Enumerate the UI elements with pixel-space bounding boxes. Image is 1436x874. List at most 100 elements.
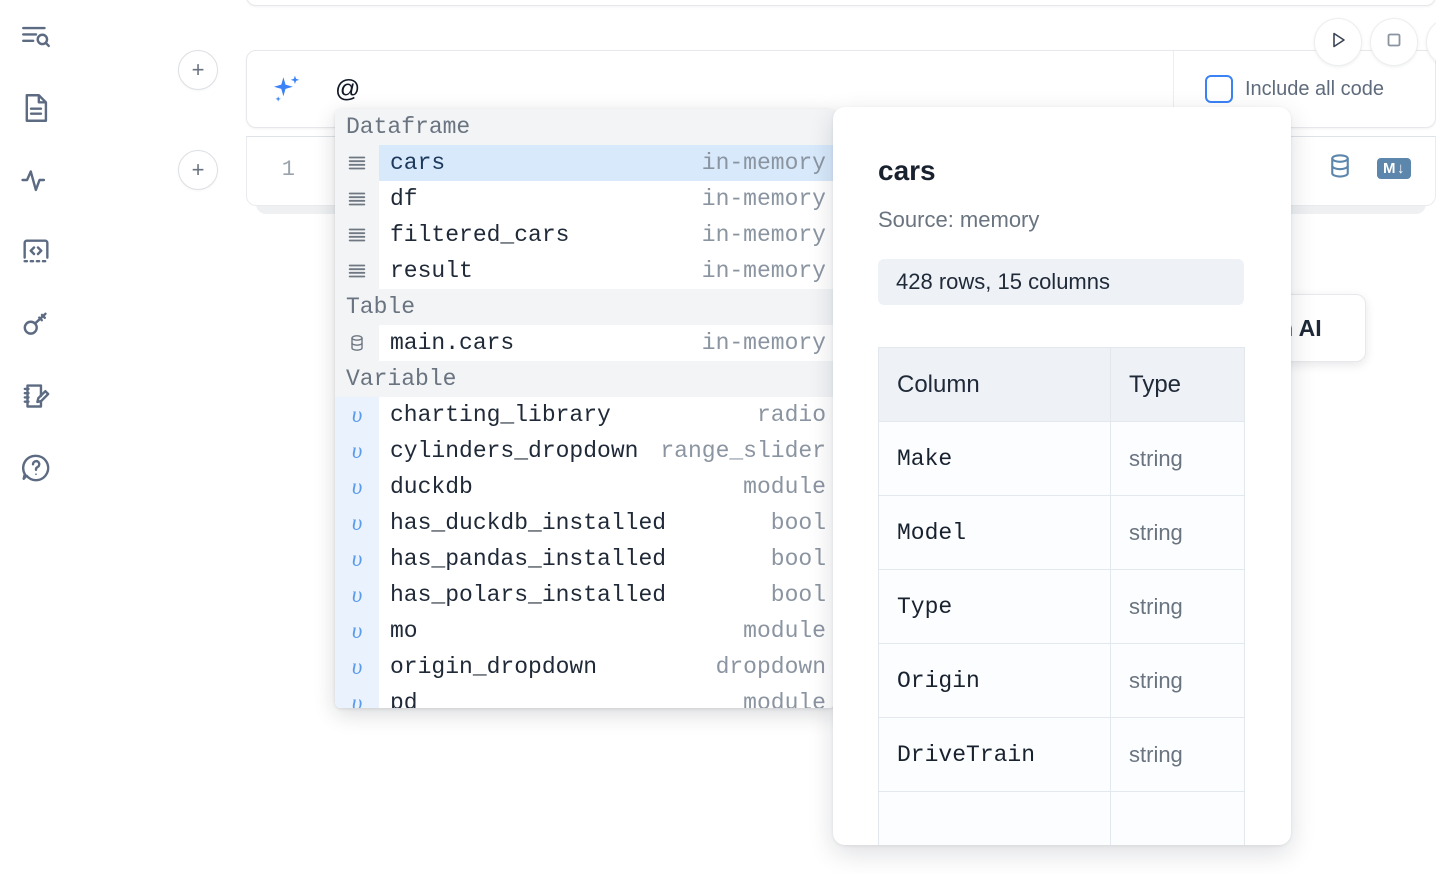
document-icon	[19, 91, 53, 125]
completion-item-type: module	[743, 690, 826, 708]
table-cell-column: DriveTrain	[878, 717, 1111, 792]
completion-item[interactable]: df in-memory	[335, 181, 835, 217]
completion-item-name: cars	[390, 150, 446, 176]
completion-item-name: main.cars	[390, 330, 515, 356]
upsilon-icon: υ	[335, 433, 379, 469]
square-stop-icon	[1382, 28, 1406, 57]
completion-item-body: cylinders_dropdown range_slider	[379, 433, 835, 469]
cell-tools: M↓	[1325, 151, 1411, 186]
ai-bar-divider	[1173, 51, 1174, 129]
add-cell-button-above[interactable]: +	[178, 50, 218, 90]
completion-item-name: pd	[390, 690, 418, 708]
completion-item-name: has_pandas_installed	[390, 546, 667, 572]
table-cell-column: Make	[878, 421, 1111, 496]
completion-item-type: module	[743, 618, 826, 644]
lines-icon	[335, 181, 379, 217]
panel-source: Source: memory	[878, 207, 1040, 232]
upsilon-icon: υ	[335, 397, 379, 433]
completion-item-name: df	[390, 186, 418, 212]
include-all-code-toggle[interactable]: Include all code	[1205, 75, 1384, 103]
sidebar-item-help[interactable]	[12, 444, 60, 492]
line-number: 1	[281, 157, 295, 182]
table-cell-type: string	[1110, 495, 1245, 570]
left-icon-rail	[0, 0, 72, 874]
markdown-badge[interactable]: M↓	[1377, 158, 1411, 179]
completion-item-name: mo	[390, 618, 418, 644]
include-all-code-label: Include all code	[1245, 77, 1384, 100]
table-cell-column: Model	[878, 495, 1111, 570]
completion-item-type: bool	[770, 510, 826, 536]
completion-item-type: bool	[770, 582, 826, 608]
run-cell-button[interactable]	[1314, 18, 1362, 66]
table-cell-column	[878, 791, 1111, 845]
completion-item-body: pd module	[379, 685, 835, 708]
sidebar-item-snippets[interactable]	[12, 228, 60, 276]
table-cell-type: string	[1110, 421, 1245, 496]
database-icon[interactable]	[1325, 151, 1355, 186]
upsilon-icon: υ	[335, 649, 379, 685]
table-cell-type: string	[1110, 717, 1245, 792]
markdown-badge-arrow: ↓	[1397, 160, 1405, 177]
previous-cell-stub	[246, 0, 1436, 6]
completion-item-type: radio	[756, 402, 826, 428]
completion-item-body: df in-memory	[379, 181, 835, 217]
sparkles-icon	[269, 71, 305, 107]
table-header-cell: Column	[878, 347, 1111, 422]
completion-item-name: origin_dropdown	[390, 654, 598, 680]
panel-title: cars	[878, 155, 936, 186]
completion-item-name: cylinders_dropdown	[390, 438, 639, 464]
upsilon-icon: υ	[335, 541, 379, 577]
table-header-cell: Type	[1110, 347, 1245, 422]
completion-item[interactable]: υ cylinders_dropdown range_slider	[335, 433, 835, 469]
sidebar-item-activity[interactable]	[12, 156, 60, 204]
completion-item-type: in-memory	[701, 222, 826, 248]
completion-item-name: has_duckdb_installed	[390, 510, 667, 536]
include-all-code-checkbox[interactable]	[1205, 75, 1233, 103]
upsilon-icon: υ	[335, 469, 379, 505]
completion-item-type: in-memory	[701, 186, 826, 212]
add-cell-button-below[interactable]: +	[178, 150, 218, 190]
file-explorer-icon	[19, 21, 53, 55]
sidebar-item-scratchpad[interactable]	[12, 372, 60, 420]
code-brackets-icon	[19, 235, 53, 269]
completion-item-body: has_polars_installed bool	[379, 577, 835, 613]
upsilon-icon: υ	[335, 613, 379, 649]
table-row	[878, 791, 1245, 845]
sidebar-item-file-explorer[interactable]	[12, 14, 60, 62]
completion-item-type: range_slider	[660, 438, 826, 464]
stop-cell-button[interactable]	[1370, 18, 1418, 66]
completion-detail-panel: cars Source: memory 428 rows, 15 columns…	[833, 107, 1291, 845]
sidebar-item-notebook[interactable]	[12, 84, 60, 132]
table-cell-column: Type	[878, 569, 1111, 644]
upsilon-icon: υ	[335, 685, 379, 708]
sidebar-item-secrets[interactable]	[12, 300, 60, 348]
table-cell-column: Origin	[878, 643, 1111, 718]
lines-icon	[335, 145, 379, 181]
completion-item-body: has_duckdb_installed bool	[379, 505, 835, 541]
completion-item-name: has_polars_installed	[390, 582, 667, 608]
ai-prompt-input[interactable]	[335, 67, 1165, 111]
